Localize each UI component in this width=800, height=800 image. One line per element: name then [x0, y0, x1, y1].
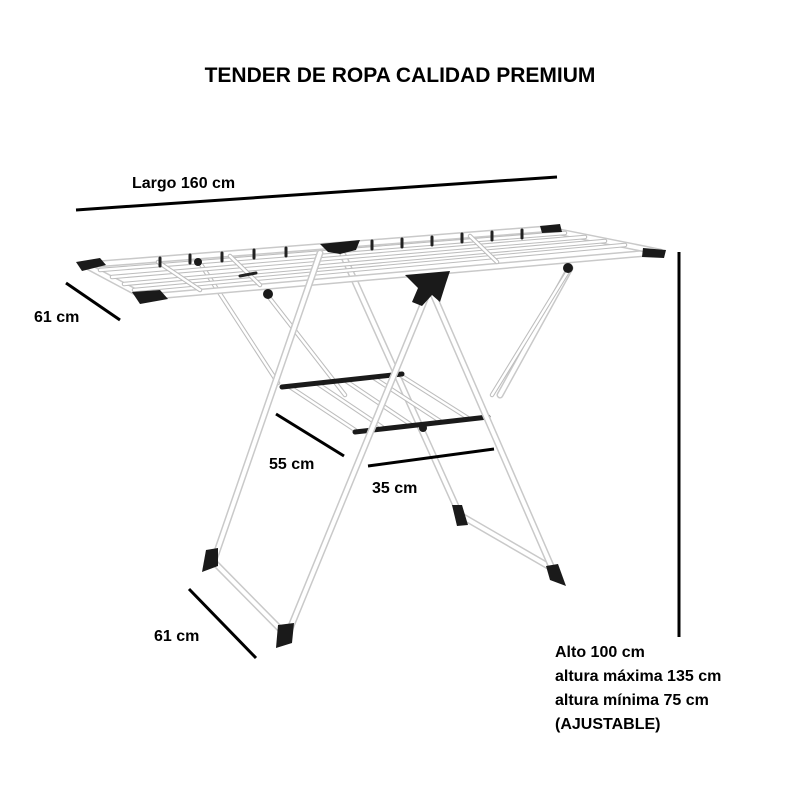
lower-width-dimension-line	[367, 447, 495, 468]
lower-shelf	[279, 371, 491, 435]
width-dimension-line	[65, 281, 121, 322]
lower-width-label: 35 cm	[372, 480, 417, 497]
lower-depth-label: 55 cm	[269, 456, 314, 473]
foot-front-left	[202, 548, 218, 572]
fittings	[76, 224, 666, 648]
height-label: Alto 100 cm	[555, 644, 645, 661]
min-height-label: altura mínima 75 cm	[555, 692, 709, 709]
end-cap-rear-left	[76, 258, 106, 271]
length-dimension-line	[75, 175, 558, 212]
max-height-label: altura máxima 135 cm	[555, 668, 721, 685]
front-legs	[210, 249, 559, 640]
diagram-title: TENDER DE ROPA CALIDAD PREMIUM	[205, 64, 596, 87]
drying-rack-illustration	[76, 224, 666, 648]
foot-front-center	[276, 623, 294, 648]
base-width-label: 61 cm	[154, 628, 199, 645]
end-cap-rear-right	[540, 224, 562, 233]
hinge-front-center	[405, 271, 450, 306]
lower-depth-dimension-line	[275, 412, 345, 458]
width-label: 61 cm	[34, 309, 79, 326]
foot-rear-right	[546, 564, 566, 586]
adjustable-label: (AJUSTABLE)	[555, 716, 660, 733]
length-label: Largo 160 cm	[132, 175, 235, 192]
foot-rear-left	[452, 505, 468, 526]
hinge-rear-center	[320, 240, 360, 254]
height-info: Alto 100 cm altura máxima 135 cm altura …	[555, 644, 721, 733]
base-width-dimension-line	[187, 587, 258, 660]
end-cap-front-right	[642, 248, 666, 258]
shelf-rear-bar	[279, 371, 405, 390]
end-cap-front-left	[132, 290, 168, 304]
